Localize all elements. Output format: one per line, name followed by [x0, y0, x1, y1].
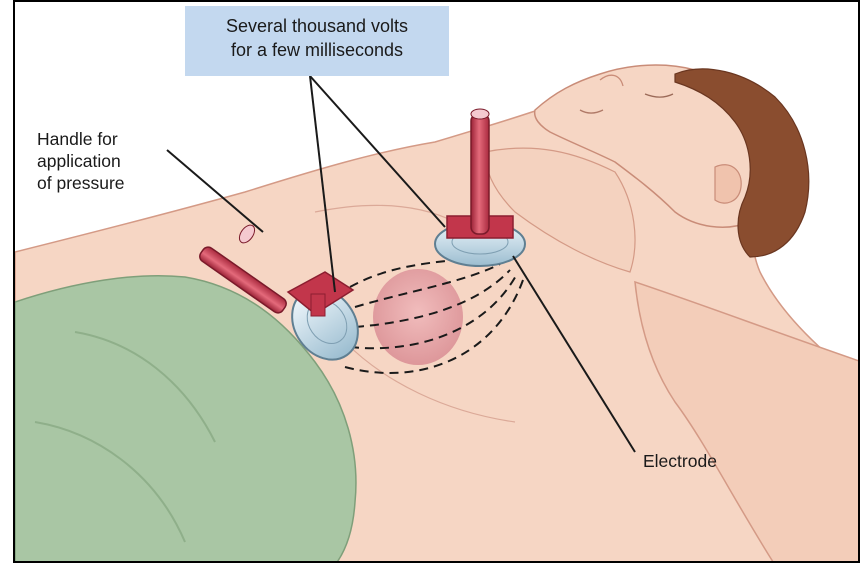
electrode-label: Electrode [643, 450, 717, 472]
ear [715, 165, 741, 203]
handle-label: Handle for application of pressure [37, 128, 197, 194]
callout-text: Several thousand volts for a few millise… [185, 14, 449, 62]
callout-line-2: for a few milliseconds [185, 38, 449, 62]
callout-line-1: Several thousand volts [185, 14, 449, 38]
figure-frame: Several thousand volts for a few millise… [13, 0, 860, 563]
defibrillation-illustration [15, 2, 860, 563]
handle-label-line-2: application [37, 150, 197, 172]
handle-label-line-1: Handle for [37, 128, 197, 150]
handle-label-line-3: of pressure [37, 172, 197, 194]
